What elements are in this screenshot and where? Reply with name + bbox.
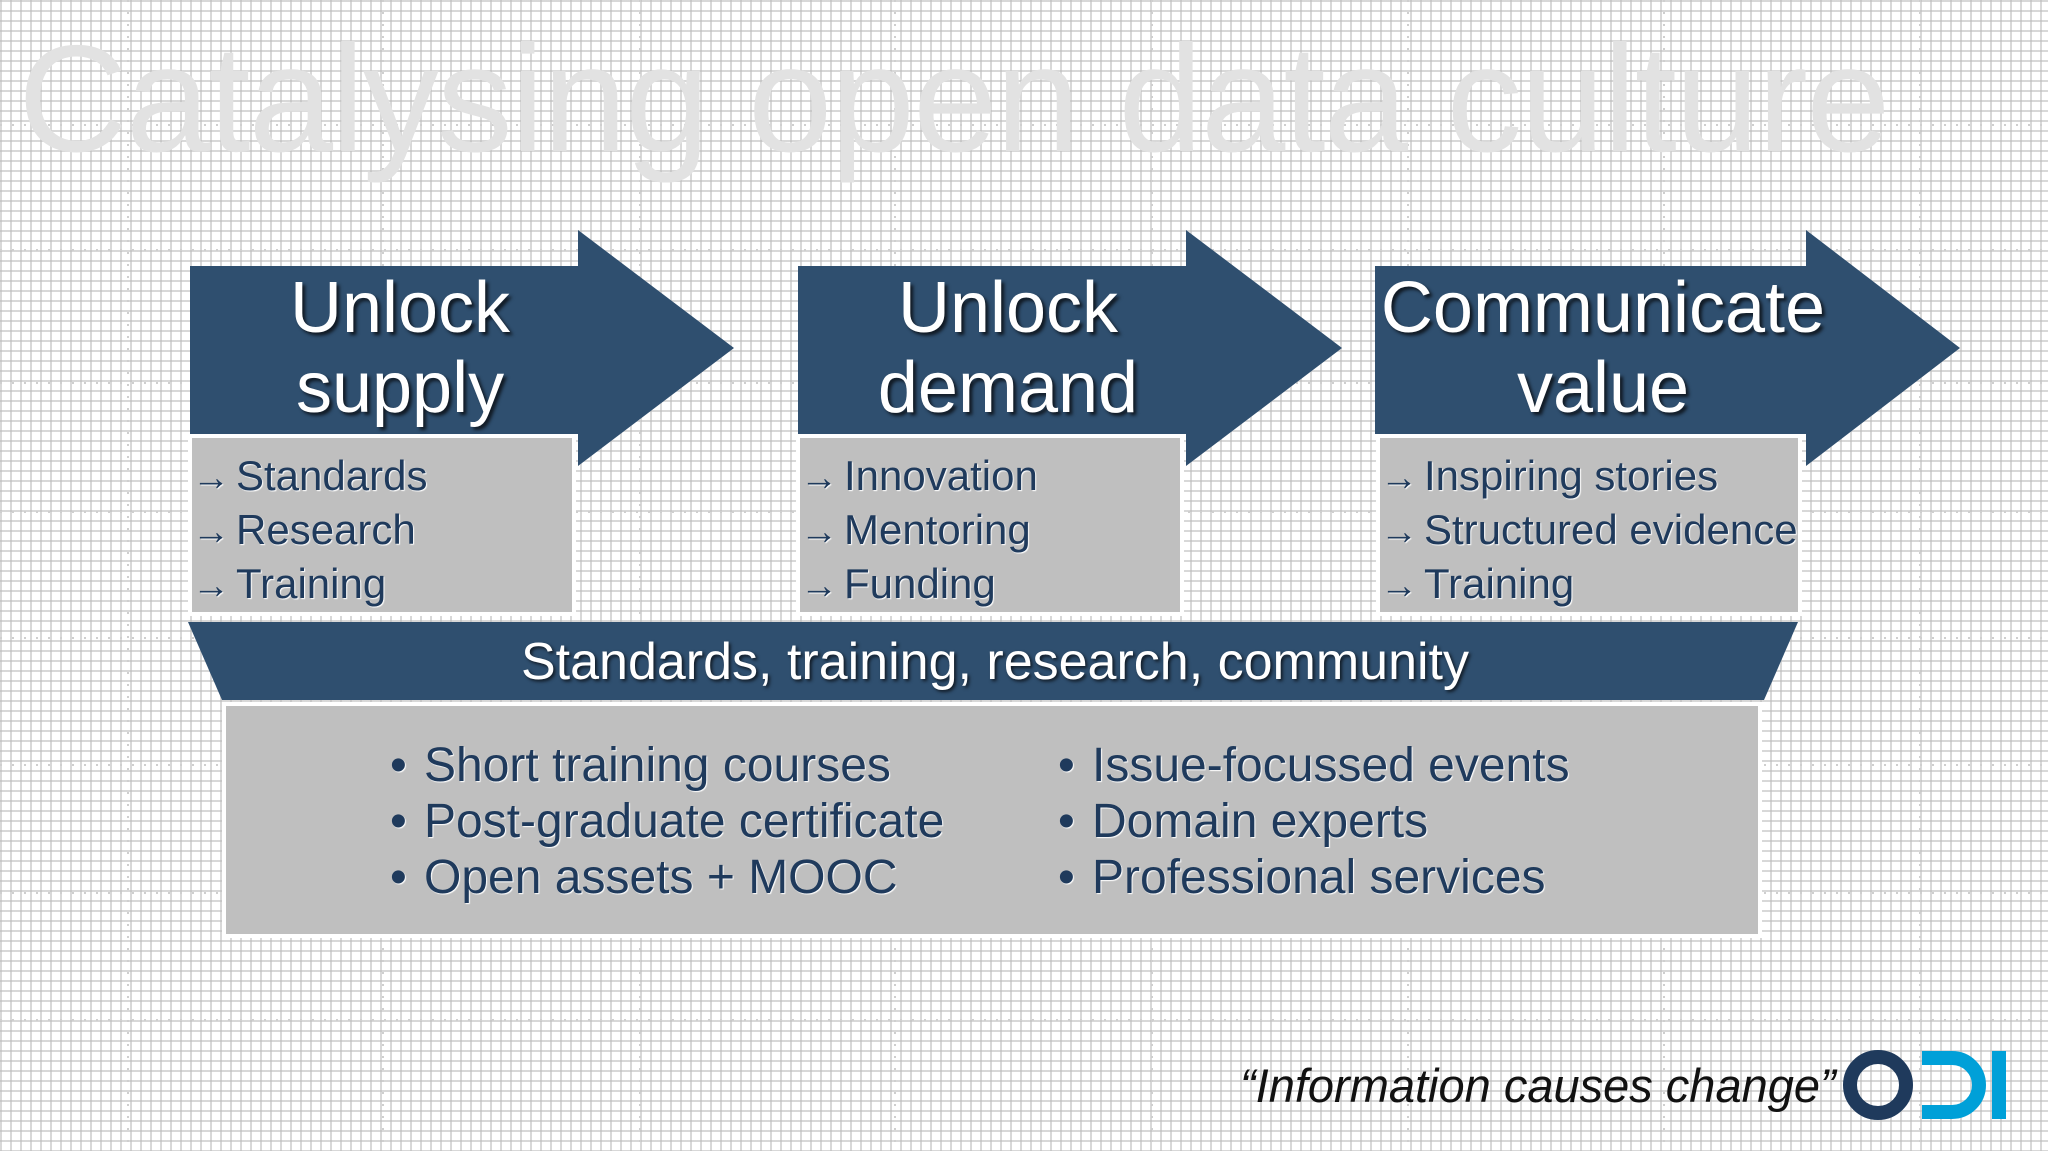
- list-item: •Domain experts: [1058, 795, 1429, 848]
- bullet-icon: •: [390, 795, 407, 848]
- slide-title: Catalysing open data culture: [18, 14, 1891, 184]
- list-item: →Training: [192, 560, 387, 607]
- arrow-right-icon: →: [192, 565, 230, 607]
- arrow-right-icon: →: [192, 457, 230, 499]
- bullet-icon: •: [390, 851, 407, 904]
- tagline: “Information causes change”: [1240, 1059, 1836, 1112]
- stage-heading-line1: Communicate: [1380, 268, 1826, 348]
- stage-heading-line2: demand: [877, 348, 1139, 428]
- logo-i-shape: [1992, 1051, 2006, 1119]
- bullet-icon: •: [390, 739, 407, 792]
- value-detail-box: →Inspiring stories →Structured evidence …: [1376, 434, 1802, 616]
- arrow-right-icon: →: [800, 511, 838, 553]
- list-item: →Mentoring: [800, 506, 1031, 553]
- stage-heading-line1: Unlock: [897, 268, 1119, 348]
- arrow-right-icon: →: [1380, 511, 1418, 553]
- odi-logo: [1843, 1050, 2006, 1120]
- stage-heading-line1: Unlock: [289, 268, 511, 348]
- supply-detail-box: →Standards →Research →Training: [188, 434, 576, 616]
- bullet-icon: •: [1058, 795, 1075, 848]
- arrow-right-icon: →: [800, 457, 838, 499]
- base-right-column: •Issue-focussed events •Domain experts •…: [1058, 738, 1570, 906]
- list-item: •Post-graduate certificate: [390, 795, 945, 848]
- demand-arrow: [798, 230, 1342, 466]
- base-banner: [188, 622, 1798, 700]
- list-item: →Innovation: [800, 452, 1038, 499]
- bullet-icon: •: [1058, 739, 1075, 792]
- list-item: →Structured evidence: [1380, 506, 1798, 553]
- stage-heading-supply: Unlock supply: [190, 268, 610, 428]
- base-detail-box: •Short training courses •Post-graduate c…: [222, 702, 1762, 938]
- list-item: →Funding: [800, 560, 996, 607]
- arrow-right-icon: →: [1380, 457, 1418, 499]
- list-item: •Professional services: [1058, 851, 1546, 904]
- stage-heading-demand: Unlock demand: [798, 268, 1218, 428]
- list-item: →Research: [192, 506, 416, 553]
- list-item: •Short training courses: [390, 739, 891, 792]
- logo-d-shape: [1922, 1051, 1986, 1119]
- demand-detail-box: →Innovation →Mentoring →Funding: [796, 434, 1184, 616]
- arrow-right-icon: →: [1380, 565, 1418, 607]
- base-banner-title: Standards, training, research, community: [521, 633, 1469, 691]
- base-left-column: •Short training courses •Post-graduate c…: [390, 738, 944, 906]
- supply-arrow: [190, 230, 734, 466]
- value-arrow: [1375, 230, 1960, 466]
- stage-heading-line2: supply: [295, 348, 505, 428]
- list-item: •Issue-focussed events: [1058, 739, 1570, 792]
- arrow-right-icon: →: [192, 511, 230, 553]
- list-item: •Open assets + MOOC: [390, 851, 898, 904]
- bullet-icon: •: [1058, 851, 1075, 904]
- list-item: →Training: [1380, 560, 1575, 607]
- stage-heading-line2: value: [1516, 348, 1690, 428]
- logo-o-shape: [1843, 1050, 1913, 1120]
- stage-heading-value: Communicate value: [1375, 268, 1831, 428]
- arrow-right-icon: →: [800, 565, 838, 607]
- list-item: →Standards: [192, 452, 428, 499]
- list-item: →Inspiring stories: [1380, 452, 1719, 499]
